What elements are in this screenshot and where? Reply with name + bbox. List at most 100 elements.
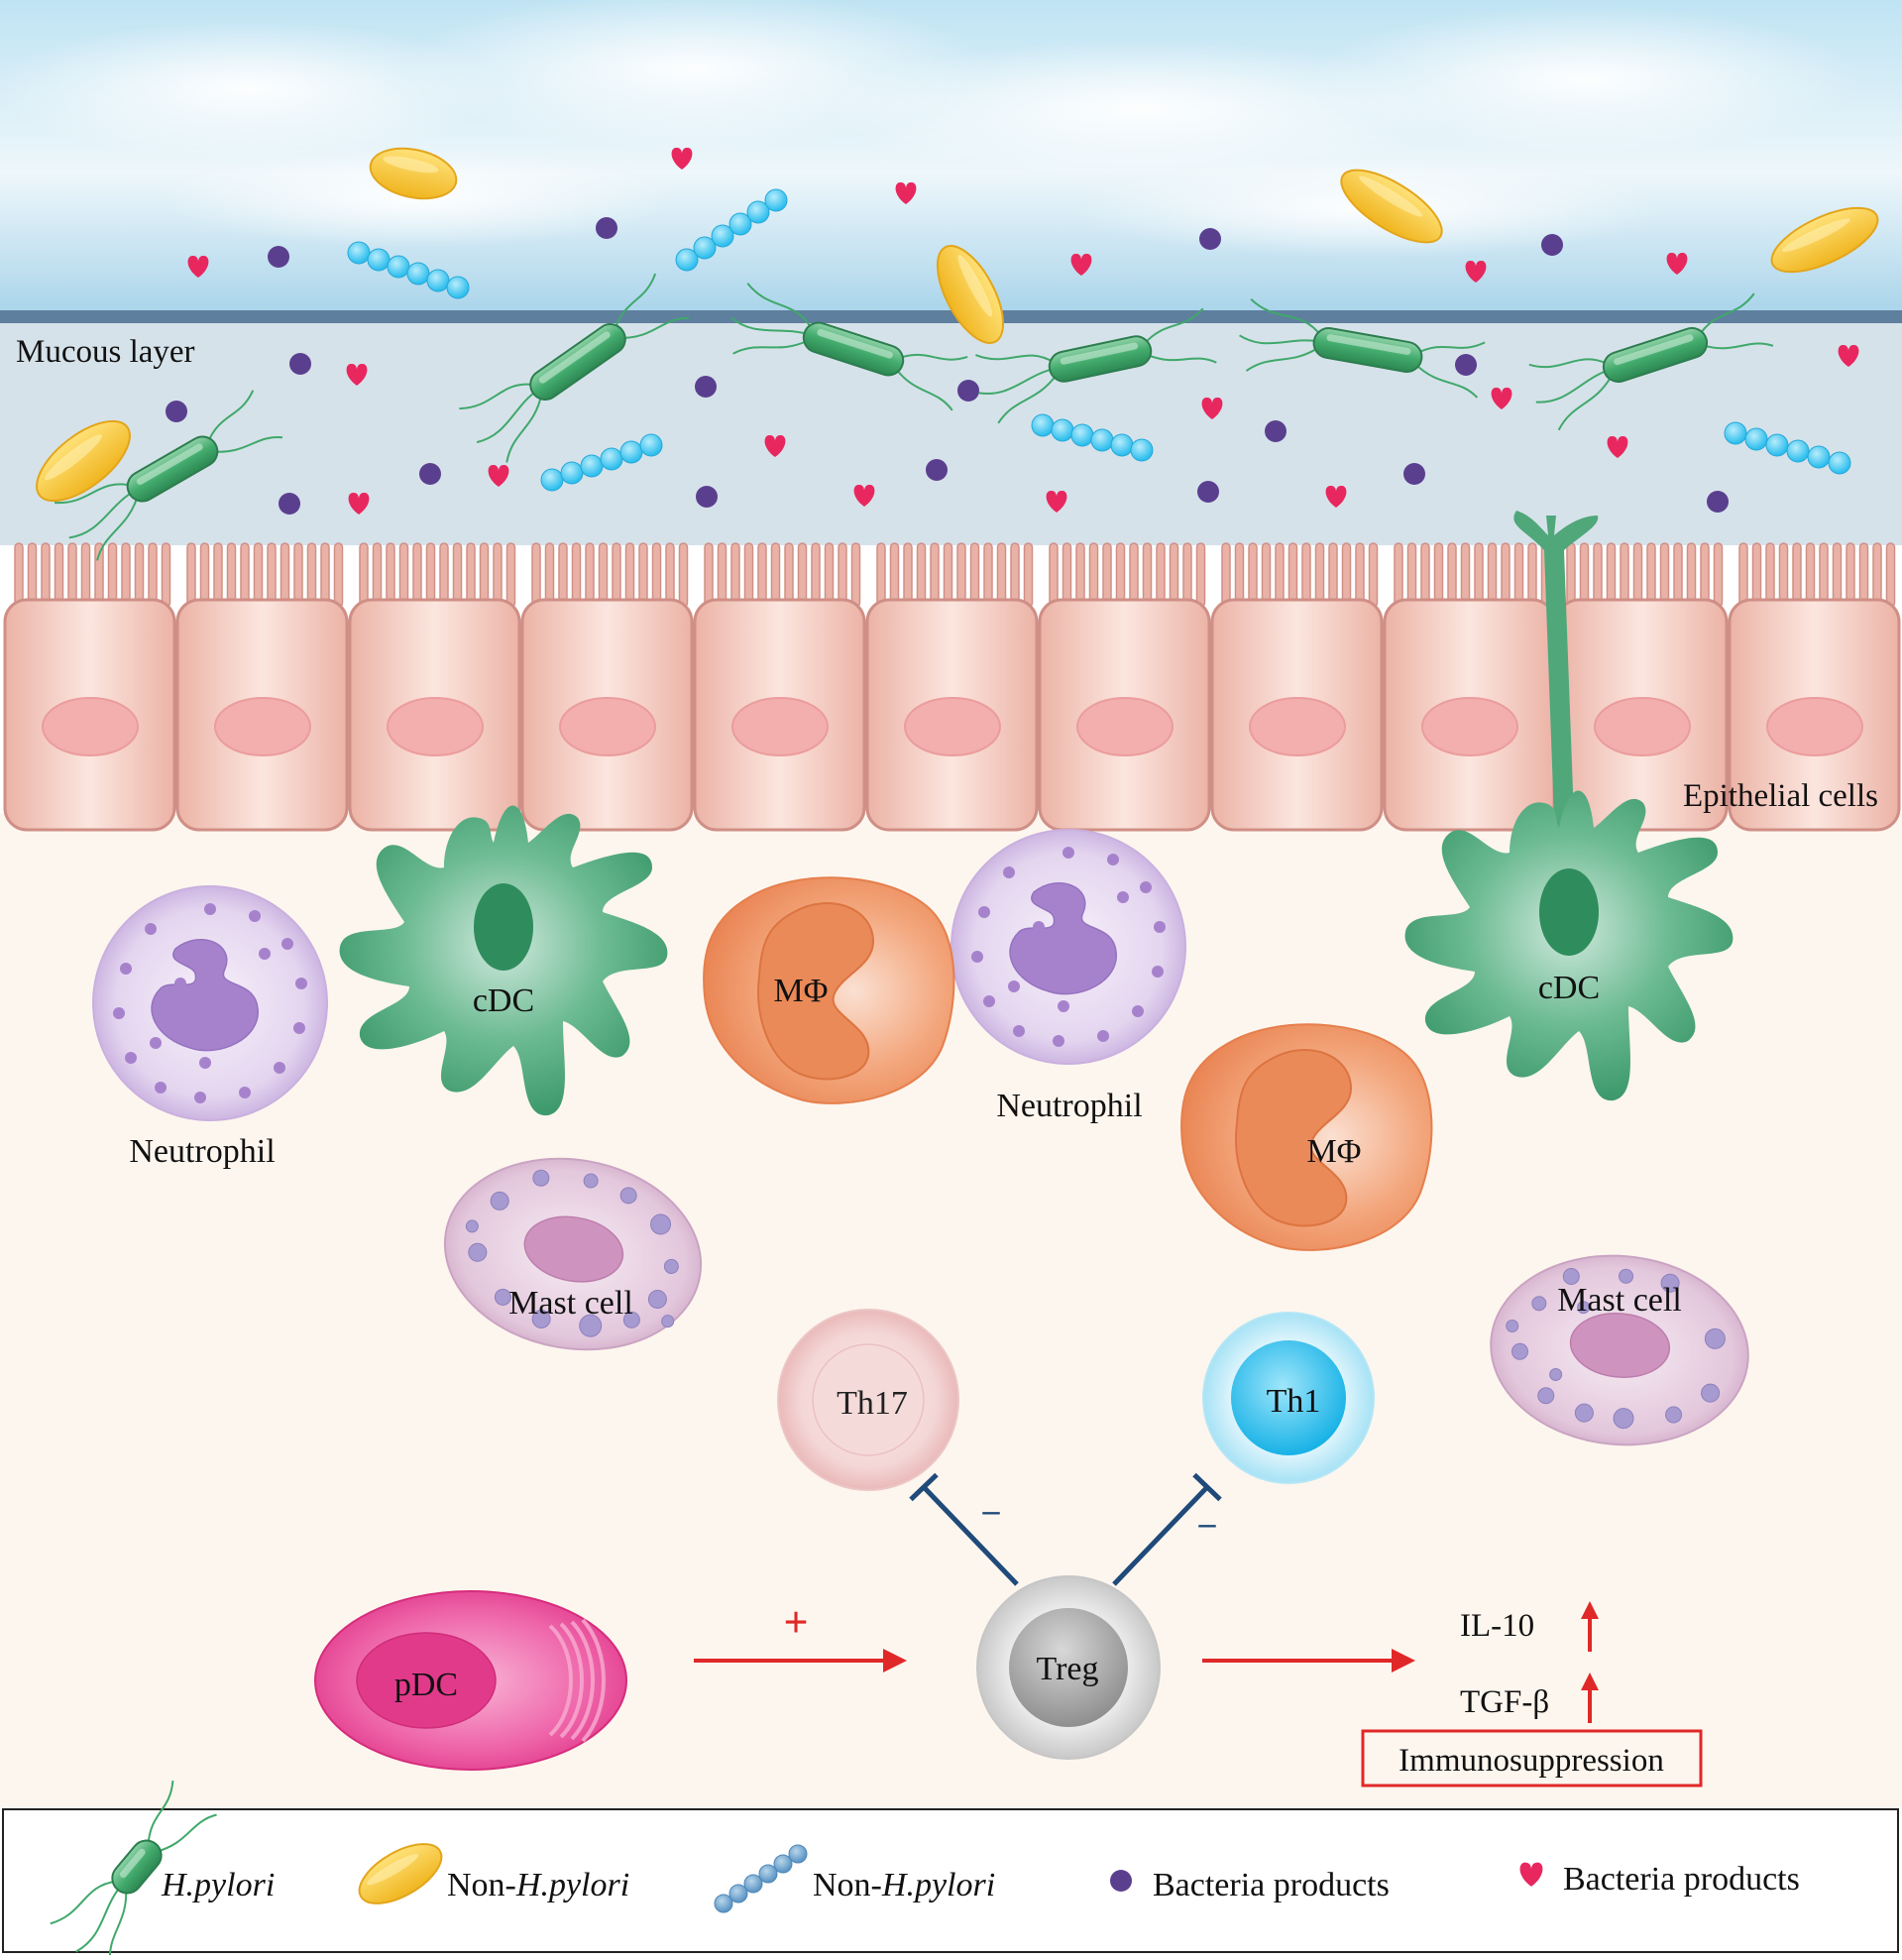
legend-prefix-chain: Non- — [813, 1867, 882, 1903]
chain-bead — [1090, 428, 1114, 452]
arrow-head — [883, 1649, 907, 1672]
bacteria-product-heart — [764, 434, 786, 457]
chain-bead — [1070, 423, 1094, 447]
up-arrow-head — [1581, 1672, 1599, 1690]
neutrophil-granule — [274, 1062, 285, 1074]
mast-cell-granule — [1562, 1267, 1580, 1285]
neutrophil-granule — [259, 948, 271, 960]
chain-bead — [1765, 433, 1789, 457]
neutrophil-granule — [1033, 921, 1045, 933]
bacteria-product-dot — [957, 380, 979, 402]
mast-cell-nucleus — [523, 1215, 624, 1283]
h-pylori-highlight — [119, 1848, 146, 1879]
mast-cell-left — [443, 1157, 703, 1351]
chain-bead — [1051, 418, 1074, 442]
neutrophil-granule — [978, 906, 990, 918]
flagellum — [1698, 292, 1755, 336]
mast-cell-granule — [583, 1173, 599, 1189]
inhibit-bar — [1192, 1472, 1222, 1502]
chain-bead — [1807, 445, 1831, 469]
epithelial-nucleus — [1594, 697, 1691, 756]
h-pylori-bacterium — [459, 273, 689, 463]
epithelial-cells-label: Epithelial cells — [1683, 778, 1878, 814]
pdc-label: pDC — [394, 1667, 458, 1703]
neutrophil-granule — [1107, 854, 1119, 865]
h-pylori-bacterium — [55, 390, 283, 561]
flagellum — [1143, 307, 1204, 346]
mucus-boundary-line — [0, 310, 1902, 323]
neutrophil-cell — [951, 829, 1186, 1065]
bacteria-product-dot — [1403, 463, 1425, 485]
cdc-label-left: cDC — [473, 982, 534, 1019]
oval-body — [36, 419, 131, 503]
mast-cell-granule — [1701, 1383, 1721, 1403]
heart-icon — [1519, 1862, 1543, 1887]
tgfb-label: TGF-β — [1460, 1684, 1549, 1720]
bacteria-product-heart — [1070, 253, 1092, 276]
epithelium-layer — [3, 542, 1901, 832]
flagellum — [1701, 342, 1774, 350]
neutrophil-granule — [155, 1082, 167, 1094]
epithelial-nucleus — [1766, 697, 1863, 756]
neutrophil-granule — [1132, 1005, 1144, 1017]
bacteria-product-dot — [419, 463, 441, 485]
cloud-shape — [1308, 5, 1863, 154]
h-pylori-highlight — [136, 443, 203, 485]
neutrophil-granule — [293, 1022, 305, 1034]
non-h-pylori-chain-bacterium — [1724, 421, 1851, 475]
flagellum — [1145, 353, 1217, 364]
chain-bead — [347, 241, 371, 265]
immunosuppression-box — [1361, 1729, 1703, 1787]
chain-bead — [446, 276, 470, 299]
neutrophil-granule — [1154, 921, 1166, 933]
mast-cell-granule — [465, 1219, 479, 1233]
h-pylori-highlight — [538, 331, 611, 384]
chain-bead — [773, 1854, 793, 1874]
bacteria-product-heart — [1201, 397, 1223, 419]
bacteria-product-heart — [488, 464, 509, 487]
non-h-pylori-oval-icon — [358, 1843, 443, 1904]
epithelial-nucleus — [1249, 697, 1346, 756]
flagellum — [1557, 375, 1614, 431]
mast-cell-granule — [468, 1242, 488, 1262]
bacteria-product-heart — [348, 492, 370, 515]
mast-cell-granule — [1537, 1387, 1555, 1405]
flagellum — [978, 367, 1057, 396]
h-pylori-bacterium — [1239, 298, 1486, 399]
oval-highlight — [367, 1853, 419, 1886]
arrows-layer — [694, 1472, 1599, 1723]
chain-bead — [728, 212, 752, 236]
bacteria-product-dot — [166, 401, 187, 422]
h-pylori-highlight — [817, 328, 893, 359]
chain-bead — [746, 200, 770, 224]
treg-inhibits-th1 — [1112, 1472, 1222, 1586]
mast-cell-granule — [619, 1187, 637, 1205]
th1-nucleus — [1231, 1340, 1346, 1455]
cdc-label-right: cDC — [1538, 970, 1600, 1006]
neutrophil-granule — [1092, 951, 1104, 963]
bacteria-product-dot — [1707, 491, 1729, 513]
inhibit-line — [922, 1485, 1019, 1586]
oval-highlight — [1359, 175, 1423, 217]
neutrophil-granule — [1117, 891, 1129, 903]
th17-nucleus — [812, 1343, 925, 1456]
h-pylori-highlight — [1326, 334, 1411, 355]
bacteria-product-heart — [1607, 435, 1628, 458]
tgfb-up-arrow — [1581, 1672, 1599, 1723]
bacteria-product-dot — [695, 376, 717, 398]
chain-bead — [1828, 451, 1851, 475]
mast-cell-granule — [1613, 1408, 1634, 1430]
non-h-pylori-chain-bacterium — [347, 241, 470, 299]
up-arrow-head — [1581, 1601, 1599, 1619]
oval-body — [358, 1843, 443, 1904]
flagellum — [206, 390, 255, 444]
h-pylori-icon — [50, 1780, 217, 1960]
mucous-layer-label: Mucous layer — [16, 334, 195, 370]
bacteria-product-dot — [289, 353, 311, 375]
cdc-cell-right — [1404, 790, 1734, 1101]
mast-cell-granule — [1704, 1327, 1726, 1349]
oval-highlight — [383, 156, 439, 173]
bacteria-product-dot — [1265, 420, 1287, 442]
mast-cell-granule — [661, 1315, 675, 1328]
